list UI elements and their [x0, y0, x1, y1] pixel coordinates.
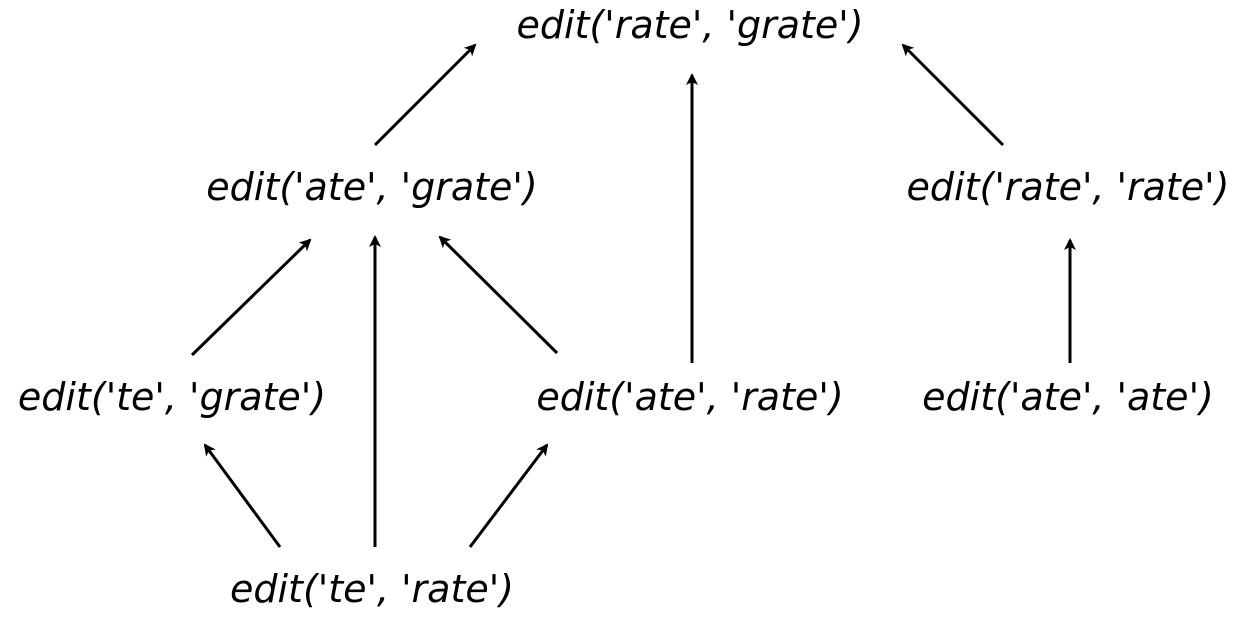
arrow-ate-grate-to-rate-grate	[373, 43, 477, 147]
arrow-te-rate-to-te-grate	[203, 443, 282, 548]
node-edit-ate-rate: edit('ate', 'rate')	[536, 375, 844, 419]
node-edit-rate-rate: edit('rate', 'rate')	[906, 165, 1230, 209]
node-edit-te-rate: edit('te', 'rate')	[229, 567, 515, 611]
arrow-rate-rate-to-rate-grate	[901, 43, 1005, 147]
node-edit-ate-grate: edit('ate', 'grate')	[206, 165, 538, 209]
arrow-te-rate-to-ate-rate	[468, 443, 549, 548]
arrow-te-grate-to-ate-grate	[190, 238, 312, 357]
node-edit-ate-ate: edit('ate', 'ate')	[922, 375, 1214, 419]
node-edit-te-grate: edit('te', 'grate')	[17, 375, 327, 419]
arrow-ate-rate-to-ate-grate	[438, 235, 559, 355]
node-edit-rate-grate: edit('rate', 'grate')	[516, 3, 864, 47]
